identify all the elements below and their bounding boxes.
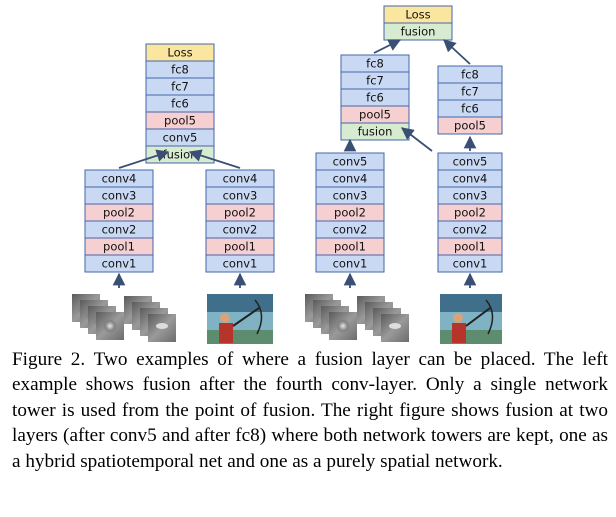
arrow-connector	[373, 39, 402, 54]
layer-label-pool5: pool5	[454, 119, 486, 133]
layer-label-fusion: fusion	[163, 148, 198, 162]
layer-box-conv1	[205, 254, 275, 273]
layer-label-loss: Loss	[405, 8, 430, 22]
layer-box-fusion	[383, 22, 453, 41]
layer-label-pool1: pool1	[334, 240, 366, 254]
optical-flow-stack-icon	[305, 294, 409, 342]
layer-label-pool1: pool1	[103, 240, 135, 254]
optical-flow-stack-icon	[72, 294, 176, 342]
layer-label-pool1: pool1	[224, 240, 256, 254]
layer-label-conv3: conv3	[333, 189, 368, 203]
layer-label-conv3: conv3	[453, 189, 488, 203]
layer-label-conv1: conv1	[223, 257, 258, 271]
layer-label-fc8: fc8	[366, 57, 384, 71]
arrow-connector	[401, 127, 433, 152]
layer-label-conv2: conv2	[223, 223, 258, 237]
layer-label-conv1: conv1	[333, 257, 368, 271]
layer-label-conv3: conv3	[223, 189, 258, 203]
rgb-frame-icon	[207, 294, 273, 344]
layer-label-fc8: fc8	[171, 63, 189, 77]
network-fusion-figure: conv4 conv3 pool2 conv2 pool1 conv1 conv4 conv3…	[72, 5, 503, 344]
layer-label-pool1: pool1	[454, 240, 486, 254]
layer-box-conv1	[437, 254, 503, 273]
layer-label-pool5: pool5	[164, 114, 196, 128]
layer-label-fc7: fc7	[171, 80, 189, 94]
arrow-connector	[443, 39, 471, 65]
layer-label-fc6: fc6	[366, 91, 384, 105]
layer-label-conv4: conv4	[102, 172, 137, 186]
layer-label-pool2: pool2	[224, 206, 256, 220]
layer-label-conv1: conv1	[102, 257, 137, 271]
arrow-connector	[118, 149, 170, 169]
layer-label-conv5: conv5	[453, 155, 488, 169]
layer-label-fc6: fc6	[461, 102, 479, 116]
layer-box-conv1	[315, 254, 385, 273]
layer-label-fusion: fusion	[401, 25, 436, 39]
layer-label-fc7: fc7	[366, 74, 384, 88]
layer-label-fc6: fc6	[171, 97, 189, 111]
figure-caption: Figure 2. Two examples of where a fusion…	[12, 347, 608, 474]
arrow-connector	[188, 149, 241, 169]
layer-label-conv5: conv5	[333, 155, 368, 169]
connection-arrows	[112, 39, 477, 288]
layer-label-conv4: conv4	[333, 172, 368, 186]
caption-prefix: Figure 2.	[12, 349, 86, 370]
layer-label-pool5: pool5	[359, 108, 391, 122]
caption-text: Two examples of where a fusion layer can…	[12, 349, 608, 472]
layer-label-pool2: pool2	[103, 206, 135, 220]
layer-label-fc8: fc8	[461, 68, 479, 82]
layer-label-loss: Loss	[167, 46, 192, 60]
layer-label-conv3: conv3	[102, 189, 137, 203]
layer-label-conv4: conv4	[223, 172, 258, 186]
layer-label-conv2: conv2	[102, 223, 137, 237]
layer-label-fusion: fusion	[358, 125, 393, 139]
layer-label-fc7: fc7	[461, 85, 479, 99]
layer-stacks: conv4 conv3 pool2 conv2 pool1 conv1 conv4 conv3…	[84, 5, 503, 273]
layer-label-pool2: pool2	[454, 206, 486, 220]
layer-box-conv1	[84, 254, 154, 273]
layer-label-conv2: conv2	[333, 223, 368, 237]
layer-label-conv5: conv5	[163, 131, 198, 145]
rgb-frame-icon	[440, 294, 502, 344]
layer-label-conv2: conv2	[453, 223, 488, 237]
layer-label-pool2: pool2	[334, 206, 366, 220]
layer-label-conv4: conv4	[453, 172, 488, 186]
layer-label-conv1: conv1	[453, 257, 488, 271]
layer-box-pool5	[437, 116, 503, 135]
